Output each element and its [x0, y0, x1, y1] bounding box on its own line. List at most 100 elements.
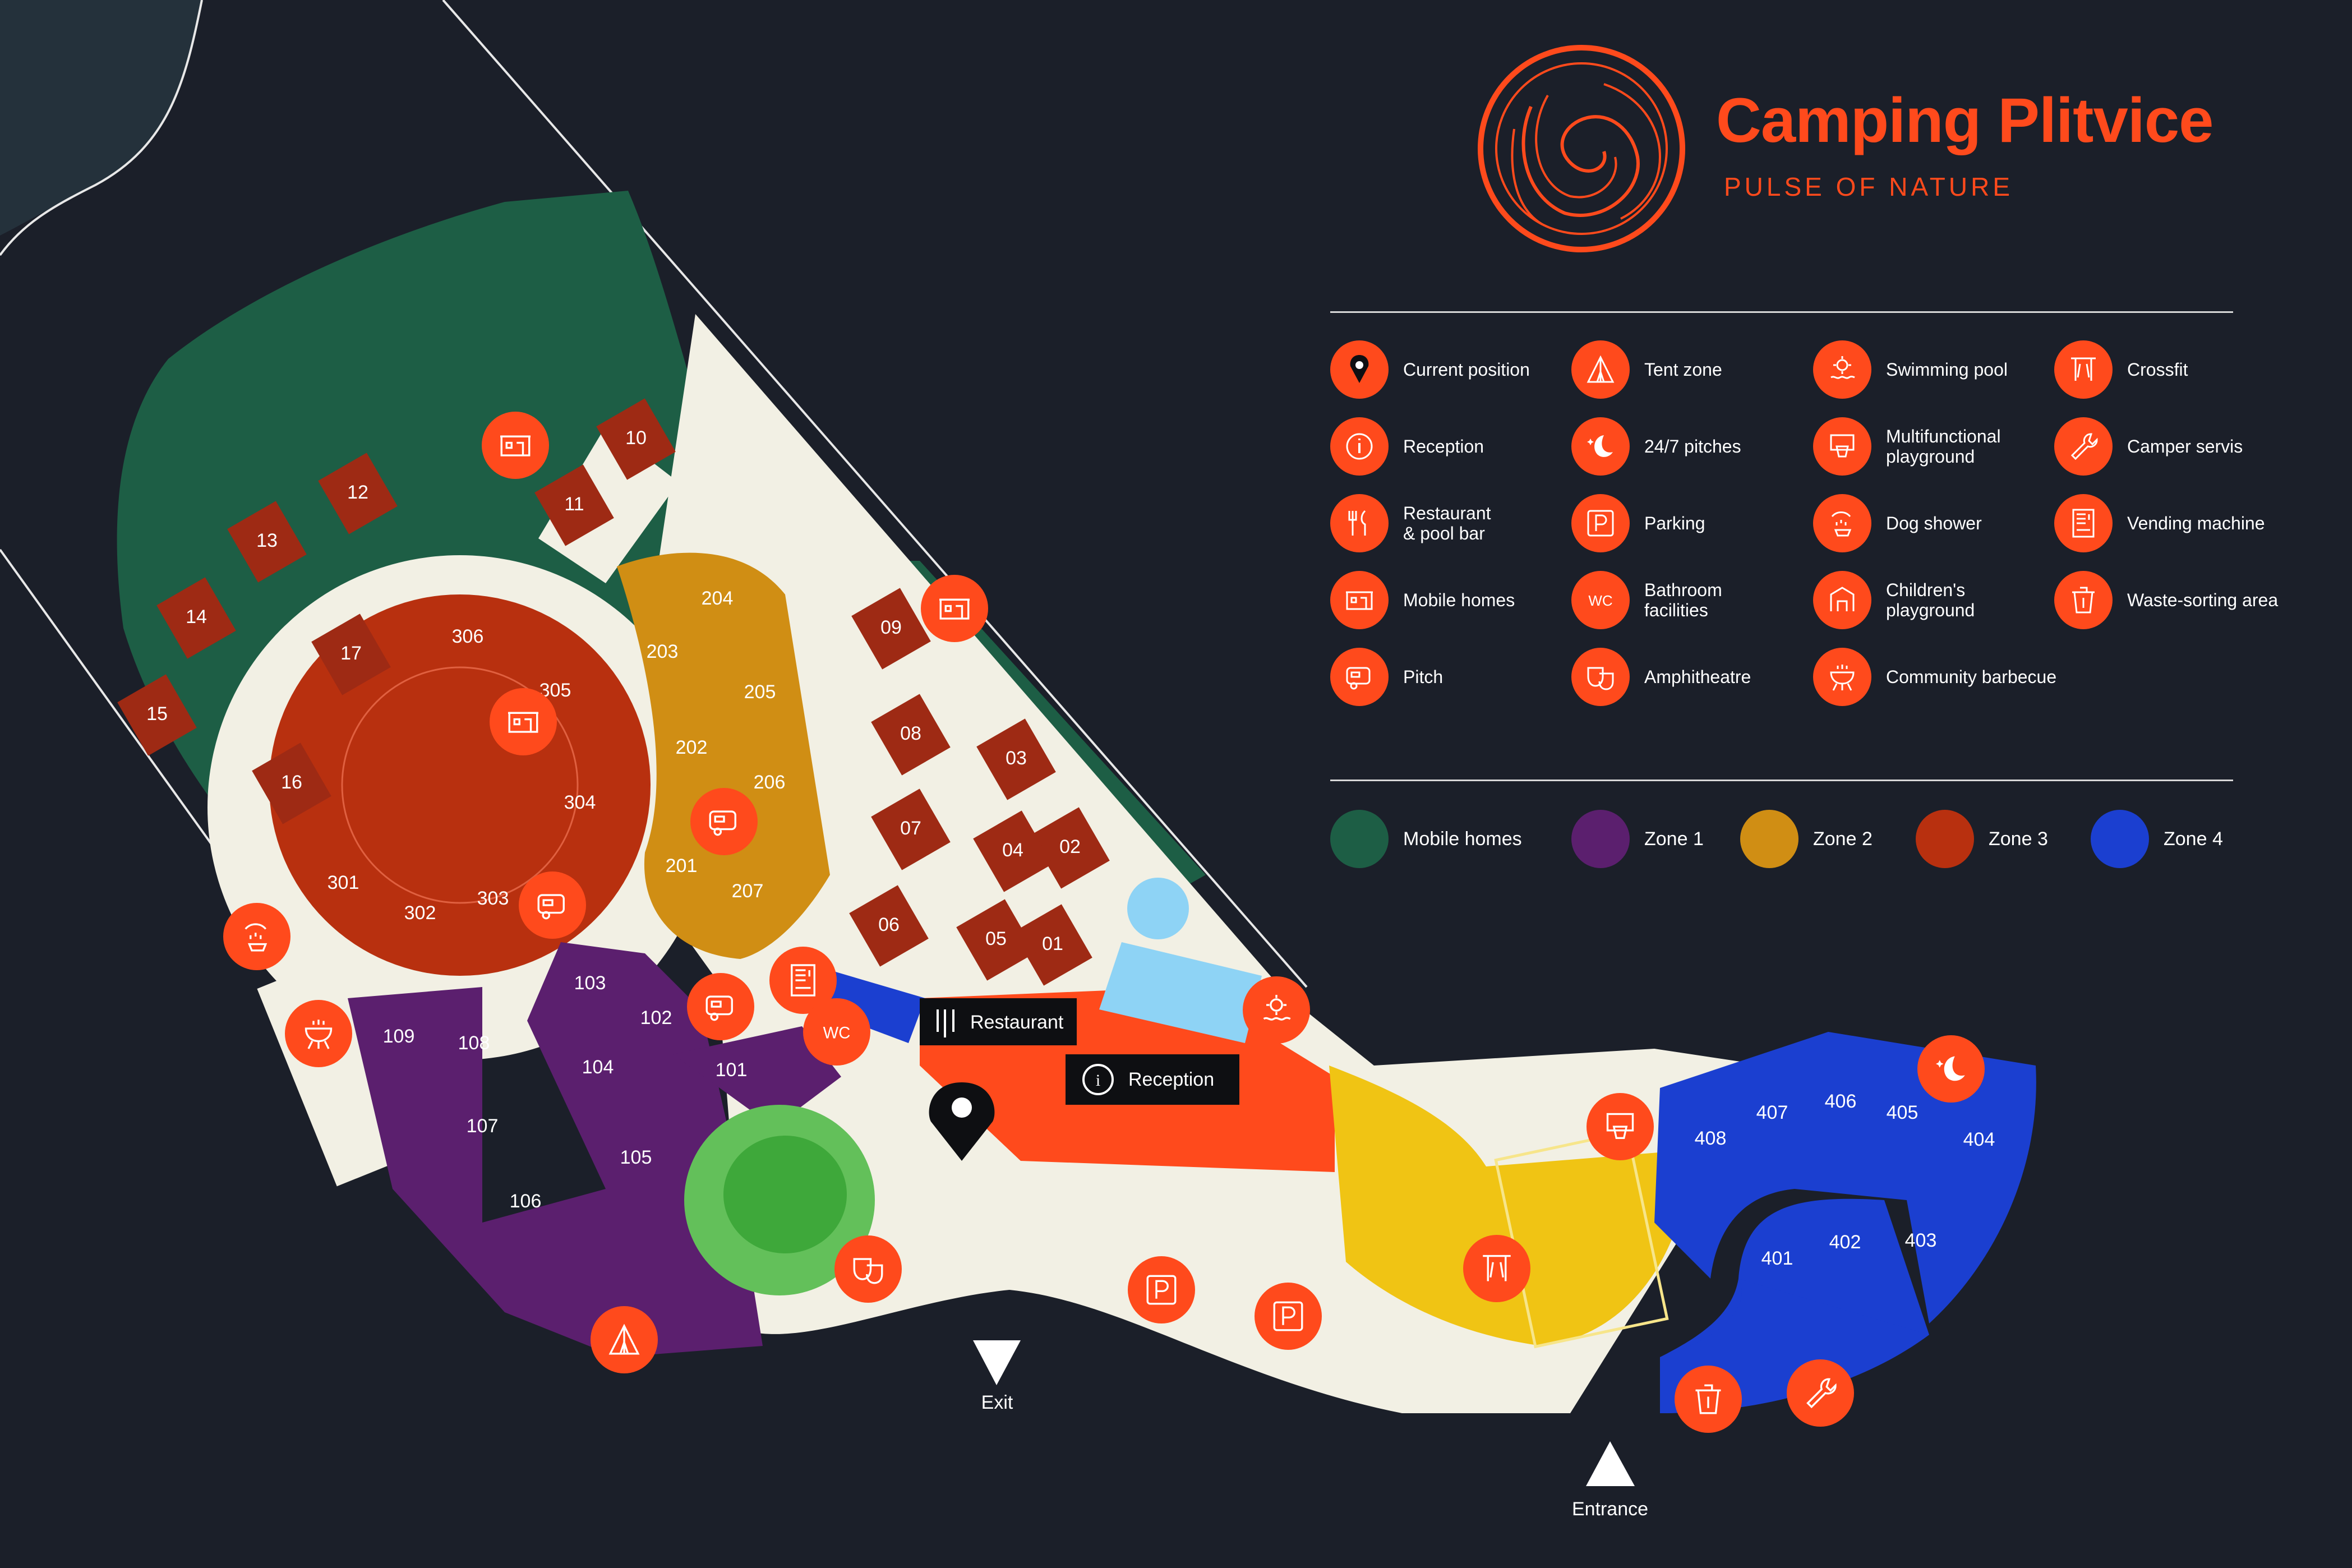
- current-position-dot: [952, 1097, 972, 1118]
- pitch-number: 01: [1042, 933, 1063, 954]
- pitch-number: 108: [458, 1032, 490, 1054]
- fork-knife-icon: [937, 1009, 954, 1037]
- mobile-home-icon: [482, 412, 549, 479]
- legend-item: Multifunctional playground: [1813, 417, 2001, 476]
- zone-legend-item: Mobile homes: [1330, 810, 1522, 868]
- legend-item: Crossfit: [2054, 340, 2188, 399]
- pitch-number: 109: [383, 1026, 415, 1047]
- zone-swatch: [1740, 810, 1798, 868]
- pitch-number: 306: [452, 626, 484, 647]
- info-icon: [1330, 417, 1389, 476]
- pitch-number: 101: [716, 1059, 748, 1081]
- wrench-icon: [2054, 417, 2113, 476]
- boundary-line: [442, 0, 1308, 988]
- zone-2-area: [617, 552, 830, 959]
- legend-item: Mobile homes: [1330, 571, 1515, 629]
- legend-label: Mobile homes: [1403, 590, 1515, 610]
- crossfit-icon: [2054, 340, 2113, 399]
- pitch-number: 07: [900, 818, 921, 839]
- theatre-masks-icon: [834, 1235, 902, 1303]
- sun-pool-icon: [1243, 976, 1310, 1044]
- legend-label: Community barbecue: [1886, 667, 2057, 687]
- pitch-number: 302: [404, 902, 436, 924]
- pitch-number: 02: [1059, 836, 1081, 857]
- svg-text:WC: WC: [823, 1024, 851, 1042]
- legend-item: Tent zone: [1571, 340, 1722, 399]
- svg-text:WC: WC: [1588, 592, 1612, 609]
- pitch-number: 10: [625, 427, 647, 449]
- pitch-number: 16: [281, 772, 302, 793]
- legend-item: Swimming pool: [1813, 340, 2008, 399]
- mobile-home-unit: [1030, 807, 1110, 889]
- legend-label: Dog shower: [1886, 513, 1982, 533]
- mobile-home-icon: [1330, 571, 1389, 629]
- pitch-number: 08: [900, 723, 921, 744]
- legend-label: Multifunctional playground: [1886, 426, 2001, 467]
- mobile-home-unit: [851, 588, 931, 670]
- mobile-home-icon: [921, 575, 988, 642]
- legend-label: Tent zone: [1644, 359, 1722, 380]
- info-icon-glyph: i: [1096, 1071, 1100, 1090]
- legend-label: Parking: [1644, 513, 1705, 533]
- parking-icon: [1255, 1283, 1322, 1350]
- playground-icon: [1813, 571, 1871, 629]
- reception-callout: i Reception: [1066, 1054, 1239, 1105]
- zone-1-area: [673, 1026, 841, 1127]
- legend-item: Amphitheatre: [1571, 648, 1751, 706]
- pitch-number: 12: [347, 482, 368, 503]
- pitch-labels: 0102030405060708091011121314151617101102…: [117, 398, 1995, 1269]
- mobile-home-unit: [973, 810, 1053, 892]
- zone-legend-item: Zone 1: [1571, 810, 1704, 868]
- fork-knife-icon: [1330, 494, 1389, 552]
- camper-icon: [690, 788, 758, 855]
- pitch-number: 03: [1006, 748, 1027, 769]
- mobile-home-unit: [318, 453, 398, 534]
- reception-label: Reception: [1128, 1069, 1214, 1090]
- vending-machine-icon: [769, 947, 837, 1014]
- pitch-number: 406: [1825, 1091, 1857, 1112]
- logo: [1478, 45, 1685, 252]
- entrance-arrow-icon: [1586, 1441, 1635, 1486]
- pitch-number: 204: [702, 588, 734, 609]
- legend-item: Children's playground: [1813, 571, 1975, 629]
- legend-item: Reception: [1330, 417, 1484, 476]
- zone-label: Zone 3: [1989, 828, 2048, 850]
- waste-bin-icon: [2054, 571, 2113, 629]
- pitch-number: 303: [477, 888, 509, 909]
- barbecue-icon: [1813, 648, 1871, 706]
- legend-label: Amphitheatre: [1644, 667, 1751, 687]
- brand-title: Camping Plitvice: [1716, 85, 2213, 155]
- mobile-home-unit: [117, 674, 197, 756]
- legend-label: Camper servis: [2127, 436, 2243, 456]
- legend-label: Pitch: [1403, 667, 1444, 687]
- mobile-home-unit: [227, 501, 307, 583]
- pitch-number: 06: [878, 914, 900, 935]
- zone-legend-item: Zone 3: [1916, 810, 2048, 868]
- legend-item: Restaurant & pool bar: [1330, 494, 1491, 552]
- restaurant-callout: Restaurant: [920, 998, 1077, 1045]
- basketball-hoop-icon: [1813, 417, 1871, 476]
- legend-divider: [1330, 780, 2233, 781]
- zone-label: Mobile homes: [1403, 828, 1522, 850]
- pitch-number: 403: [1905, 1230, 1937, 1251]
- pitch-number: 407: [1756, 1102, 1788, 1123]
- legend-item: 24/7 pitches: [1571, 417, 1741, 476]
- legend-item: Parking: [1571, 494, 1705, 552]
- pitch-number: 203: [647, 641, 679, 662]
- camper-icon: [1330, 648, 1389, 706]
- legend-label: 24/7 pitches: [1644, 436, 1741, 456]
- legend-divider: [1330, 311, 2233, 313]
- pitch-number: 404: [1963, 1129, 1995, 1150]
- restaurant-label: Restaurant: [970, 1012, 1064, 1033]
- lake: [0, 0, 202, 236]
- dog-shower-icon: [223, 903, 290, 970]
- parking-icon: [1128, 1256, 1195, 1323]
- playground-zone: [1329, 1066, 1694, 1346]
- zone-swatch: [1571, 810, 1630, 868]
- pitch-number: 15: [146, 703, 168, 725]
- pitch-number: 103: [574, 972, 606, 994]
- zone-3-inner-ring: [341, 666, 579, 904]
